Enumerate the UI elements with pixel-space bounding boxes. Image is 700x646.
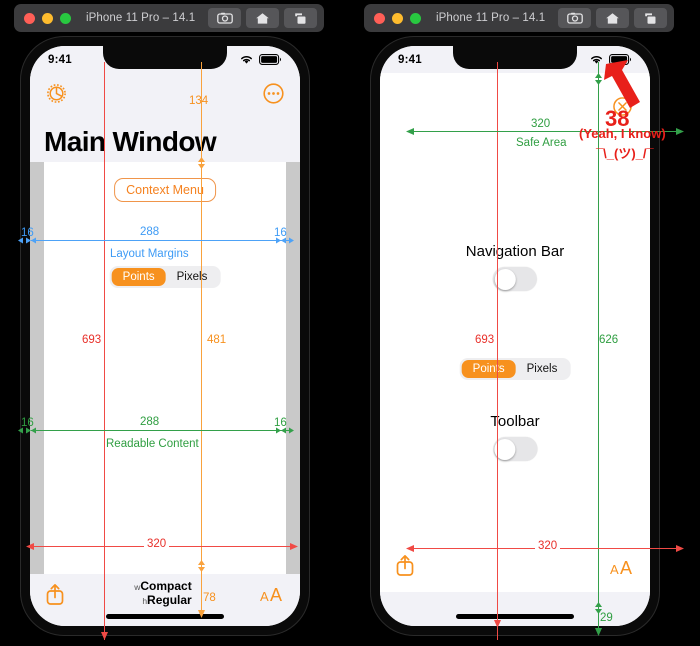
status-time: 9:41 xyxy=(398,53,422,66)
device-frame-right: 9:41 Navigation Bar xyxy=(370,36,660,636)
wifi-icon xyxy=(241,56,252,64)
text-size-icon[interactable]: A A xyxy=(260,584,286,604)
share-icon[interactable] xyxy=(394,553,416,577)
battery-icon xyxy=(259,54,282,65)
window-titlebar-left: iPhone 11 Pro – 14.1 xyxy=(14,4,324,32)
size-class-h-value: Regular xyxy=(147,593,192,607)
svg-text:A: A xyxy=(610,562,619,577)
home-indicator xyxy=(456,614,574,619)
left-gutter xyxy=(30,162,44,574)
segment-pixels[interactable]: Pixels xyxy=(176,271,208,283)
minimize-button[interactable] xyxy=(392,12,403,24)
toggle-knob xyxy=(494,438,516,460)
navigation-bar-toggle[interactable] xyxy=(492,267,537,291)
toolbar-setting: Toolbar xyxy=(490,413,540,461)
toolbar-toggle[interactable] xyxy=(492,437,537,461)
text-size-icon-wrap-right: A A xyxy=(610,557,636,582)
xmark-circle-icon[interactable] xyxy=(611,95,634,118)
xmark-circle-icon-wrap xyxy=(611,95,634,123)
size-class-w-key: w xyxy=(134,582,141,592)
segment-points[interactable]: Points xyxy=(111,268,166,286)
rotate-button[interactable] xyxy=(634,8,667,28)
size-class-readout: wCompact hRegular xyxy=(134,580,191,608)
toggle-knob xyxy=(494,268,516,290)
close-button[interactable] xyxy=(24,12,35,24)
status-indicators xyxy=(589,54,632,65)
home-button[interactable] xyxy=(596,8,629,28)
size-class-h-key: h xyxy=(142,596,148,606)
close-button[interactable] xyxy=(374,12,385,24)
device-frame-left: 9:41 xyxy=(20,36,310,636)
size-class-w-value: Compact xyxy=(140,579,192,593)
zoom-button[interactable] xyxy=(410,12,421,24)
status-time: 9:41 xyxy=(48,53,72,66)
toolbar-content-left: wCompact hRegular A A xyxy=(30,576,300,612)
home-bar-area-right xyxy=(380,592,650,626)
zoom-button[interactable] xyxy=(60,12,71,24)
page-title: Main Window xyxy=(44,126,217,157)
content-area-right: Navigation Bar Points Pixels Toolbar xyxy=(380,73,650,592)
navigation-bar-label: Navigation Bar xyxy=(465,243,565,260)
units-segmented-control-right[interactable]: Points Pixels xyxy=(459,358,571,380)
window-title: iPhone 11 Pro – 14.1 xyxy=(436,12,546,24)
window-toolbar-left xyxy=(208,8,317,28)
status-indicators xyxy=(239,54,282,65)
notch xyxy=(103,46,227,69)
content-area-left: Context Menu Points Pixels xyxy=(30,162,300,574)
window-toolbar-right xyxy=(558,8,667,28)
window-title: iPhone 11 Pro – 14.1 xyxy=(86,12,196,24)
ellipsis-circle-icon[interactable] xyxy=(261,81,286,106)
gear-compass-icon[interactable] xyxy=(44,81,69,106)
segment-points[interactable]: Points xyxy=(461,360,516,378)
traffic-lights-right xyxy=(374,12,421,24)
status-bar-left: 9:41 xyxy=(30,46,300,73)
text-size-icon[interactable]: A A xyxy=(610,557,636,578)
rotate-button[interactable] xyxy=(284,8,317,28)
home-indicator xyxy=(106,614,224,619)
simulator-window-left: iPhone 11 Pro – 14.1 9:41 xyxy=(14,4,324,636)
screenshot-camera-button[interactable] xyxy=(208,8,241,28)
simulator-window-right: iPhone 11 Pro – 14.1 9:41 xyxy=(350,0,700,646)
traffic-lights-left xyxy=(24,12,71,24)
share-icon[interactable] xyxy=(44,582,66,606)
wifi-icon xyxy=(591,56,602,64)
notch xyxy=(453,46,577,69)
navigation-bar-setting: Navigation Bar xyxy=(466,243,564,291)
share-icon-wrap-right xyxy=(394,553,416,582)
battery-icon xyxy=(609,54,632,65)
right-gutter xyxy=(286,162,300,574)
nav-icons-left xyxy=(30,76,300,110)
window-titlebar-right: iPhone 11 Pro – 14.1 xyxy=(364,4,674,32)
device-screen-right: 9:41 Navigation Bar xyxy=(380,46,650,626)
svg-text:A: A xyxy=(260,589,269,604)
svg-text:A: A xyxy=(620,558,632,577)
context-menu-button[interactable]: Context Menu xyxy=(114,178,216,202)
segment-pixels[interactable]: Pixels xyxy=(526,363,558,375)
units-segmented-control-left[interactable]: Points Pixels xyxy=(109,266,221,288)
svg-text:A: A xyxy=(270,585,282,604)
toolbar-label: Toolbar xyxy=(490,413,540,430)
device-screen-left: 9:41 xyxy=(30,46,300,626)
toolbar-left: wCompact hRegular A A xyxy=(30,574,300,626)
screenshot-camera-button[interactable] xyxy=(558,8,591,28)
home-button[interactable] xyxy=(246,8,279,28)
minimize-button[interactable] xyxy=(42,12,53,24)
